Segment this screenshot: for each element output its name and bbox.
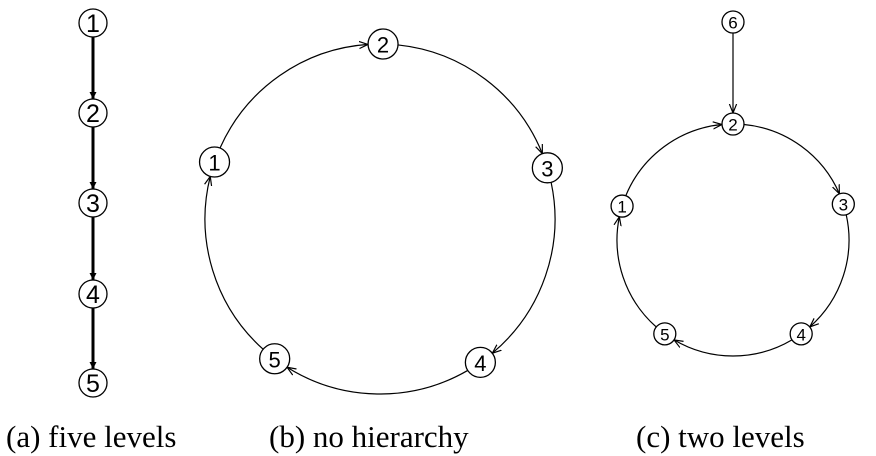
panel-five-levels: 1 2 3 4 5 (a) five levels xyxy=(6,8,176,454)
node-circle xyxy=(610,194,634,218)
a-node-3: 3 xyxy=(78,188,108,218)
b-node-4: 4 xyxy=(464,346,497,379)
edge-2-3 xyxy=(397,44,542,154)
panel-two-levels: 1 2 3 4 5 6 (c) two levels xyxy=(610,10,855,454)
node-circle xyxy=(78,279,108,309)
c-node-2: 2 xyxy=(721,112,745,136)
edge-5-1 xyxy=(205,176,264,350)
node-circle xyxy=(531,152,564,184)
node-circle xyxy=(78,98,108,128)
node-label: 1 xyxy=(208,151,220,176)
node-label: 5 xyxy=(86,370,100,398)
node-circle xyxy=(259,343,291,375)
node-label: 5 xyxy=(269,347,281,372)
edge-4-5 xyxy=(674,340,793,357)
c-node-4: 4 xyxy=(789,322,813,346)
node-label: 1 xyxy=(86,10,100,38)
node-label: 3 xyxy=(541,156,553,181)
caption-no-hierarchy: (b) no hierarchy xyxy=(269,419,469,454)
edge-1-2 xyxy=(625,125,722,196)
caption-five-levels: (a) five levels xyxy=(6,419,176,454)
node-label: 4 xyxy=(796,325,805,344)
caption-two-levels: (c) two levels xyxy=(636,419,805,454)
node-circle xyxy=(367,28,399,60)
c-node-6: 6 xyxy=(721,10,745,34)
node-label: 5 xyxy=(660,325,669,344)
edge-3-4 xyxy=(492,182,556,353)
c-node-3: 3 xyxy=(831,192,855,216)
c-node-1: 1 xyxy=(610,194,634,218)
node-label: 3 xyxy=(839,196,848,215)
edge-5-1 xyxy=(617,217,657,328)
node-label: 1 xyxy=(617,198,626,217)
node-label: 4 xyxy=(474,351,486,376)
panel-no-hierarchy: 1 2 3 4 5 (b) no hierarchy xyxy=(198,28,564,454)
node-circle xyxy=(831,192,855,216)
a-node-4: 4 xyxy=(78,279,108,309)
edge-3-4 xyxy=(810,214,850,327)
node-label: 2 xyxy=(728,116,737,135)
b-node-3: 3 xyxy=(531,152,564,184)
b-node-1: 1 xyxy=(198,146,231,178)
node-circle xyxy=(78,8,108,38)
edge-1-2 xyxy=(219,44,368,149)
node-label: 2 xyxy=(377,33,389,58)
a-node-1: 1 xyxy=(78,8,108,38)
node-label: 3 xyxy=(86,190,100,218)
a-node-2: 2 xyxy=(78,98,108,128)
node-circle xyxy=(464,346,497,379)
node-circle xyxy=(78,188,108,218)
c-node-5: 5 xyxy=(653,322,677,346)
b-node-2: 2 xyxy=(367,28,399,60)
node-circle xyxy=(789,322,813,346)
node-circle xyxy=(78,368,108,398)
node-circle xyxy=(721,10,745,34)
node-label: 4 xyxy=(86,281,100,309)
node-circle xyxy=(198,146,231,178)
node-circle xyxy=(721,112,745,136)
a-node-5: 5 xyxy=(78,368,108,398)
edge-2-3 xyxy=(743,123,839,194)
node-circle xyxy=(653,322,677,346)
b-node-5: 5 xyxy=(259,343,291,375)
edge-4-5 xyxy=(287,367,469,395)
node-label: 6 xyxy=(728,14,737,33)
node-label: 2 xyxy=(86,100,100,128)
